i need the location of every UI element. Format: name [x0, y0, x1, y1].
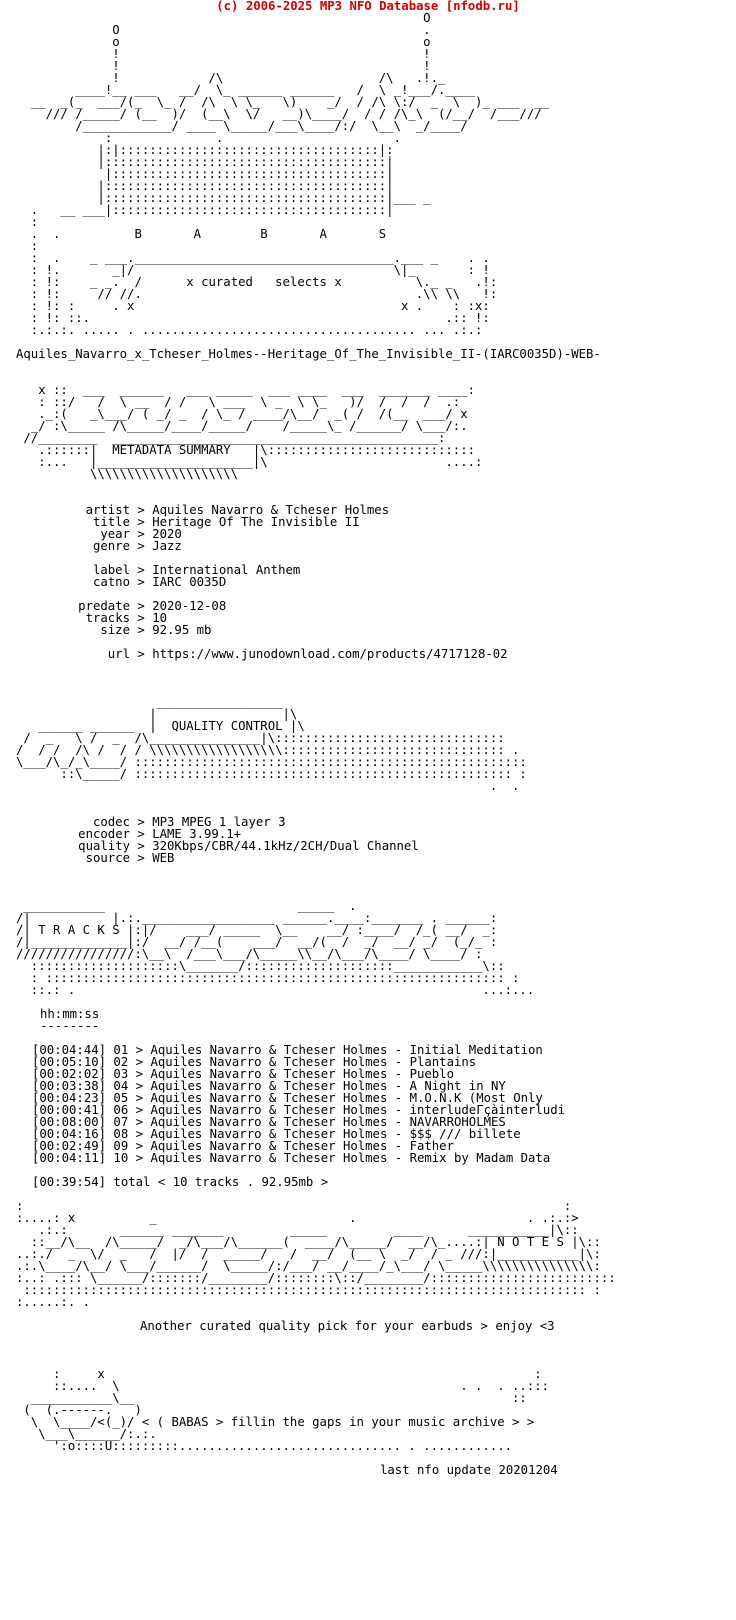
- url-list: url > https://www.junodownload.com/produ…: [0, 648, 736, 660]
- metadata-row-tracks: tracks > 10: [0, 612, 736, 624]
- tracks-ascii-art: ___________ _____ . /| |.:._____________…: [16, 900, 535, 996]
- notes-ascii-art: : : :....: x _ . . .:.:> .:.: ______ ___…: [16, 1200, 616, 1308]
- metadata-value: > 10: [130, 611, 168, 625]
- footer-ascii-art: : x : ::.... \ . . . ..::: ___________\_…: [23, 1368, 550, 1452]
- metadata-value: > LAME 3.99.1+: [130, 827, 242, 841]
- metadata-value: > Jazz: [130, 539, 182, 553]
- metadata-key: tracks: [85, 611, 130, 625]
- track-row: [00:04:44] 01 > Aquiles Navarro & Tchese…: [32, 1043, 543, 1057]
- release-name: Aquiles_Navarro_x_Tcheser_Holmes--Herita…: [16, 347, 601, 361]
- metadata-row-genre: genre > Jazz: [0, 540, 736, 552]
- tracks-rule: --------: [40, 1019, 100, 1033]
- metadata-value: > 2020: [130, 527, 182, 541]
- metadata-value: > International Anthem: [130, 563, 301, 577]
- tracks-total: [00:39:54] total < 10 tracks . 92.95mb >: [32, 1175, 329, 1189]
- notes-text: Another curated quality pick for your ea…: [140, 1319, 555, 1333]
- metadata-row-label: label > International Anthem: [0, 564, 736, 576]
- nfo-document: (c) 2006-2025 MP3 NFO Database [nfodb.ru…: [0, 0, 736, 1477]
- metadata-value: > Aquiles Navarro & Tcheser Holmes: [130, 503, 390, 517]
- metadata-key: size: [100, 623, 130, 637]
- metadata-key: title: [92, 515, 130, 529]
- metadata-list: artist > Aquiles Navarro & Tcheser Holme…: [0, 504, 736, 552]
- track-row: [00:05:10] 02 > Aquiles Navarro & Tchese…: [32, 1055, 477, 1069]
- metadata-value: > Heritage Of The Invisible II: [130, 515, 360, 529]
- metadata-row-codec: codec > MP3 MPEG 1 layer 3: [0, 816, 736, 828]
- metadata-row-artist: artist > Aquiles Navarro & Tcheser Holme…: [0, 504, 736, 516]
- metadata-row-catno: catno > IARC 0035D: [0, 576, 736, 588]
- track-row: [00:02:02] 03 > Aquiles Navarro & Tchese…: [32, 1067, 454, 1081]
- metadata-value: > IARC 0035D: [130, 575, 227, 589]
- metadata-key: catno: [92, 575, 130, 589]
- copyright-banner: (c) 2006-2025 MP3 NFO Database [nfodb.ru…: [216, 0, 520, 13]
- metadata-key: codec: [92, 815, 130, 829]
- metadata-key: genre: [92, 539, 130, 553]
- metadata-row-source: source > WEB: [0, 852, 736, 864]
- header-ascii-art: O O . o o ! ! !: [30, 12, 550, 336]
- metadata-row-title: title > Heritage Of The Invisible II: [0, 516, 736, 528]
- metadata-key: quality: [78, 839, 130, 853]
- metadata-key: label: [92, 563, 130, 577]
- metadata-value: > MP3 MPEG 1 layer 3: [130, 815, 286, 829]
- metadata-row-quality: quality > 320Kbps/CBR/44.1kHz/2CH/Dual C…: [0, 840, 736, 852]
- metadata-value: > 320Kbps/CBR/44.1kHz/2CH/Dual Channel: [130, 839, 419, 853]
- track-row: [00:04:16] 08 > Aquiles Navarro & Tchese…: [32, 1127, 521, 1141]
- metadata-row-size: size > 92.95 mb: [0, 624, 736, 636]
- metadata-value: > WEB: [130, 851, 175, 865]
- track-row: [00:04:11] 10 > Aquiles Navarro & Tchese…: [32, 1151, 551, 1165]
- quality-control-ascii-art: _________________ | |\ ______ ______ | Q…: [16, 696, 527, 792]
- metadata-key: year: [100, 527, 130, 541]
- track-list: [00:04:44] 01 > Aquiles Navarro & Tchese…: [0, 1044, 736, 1164]
- metadata-key: predate: [78, 599, 130, 613]
- metadata-row-year: year > 2020: [0, 528, 736, 540]
- track-row: [00:03:38] 04 > Aquiles Navarro & Tchese…: [32, 1079, 506, 1093]
- metadata-row-url: url > https://www.junodownload.com/produ…: [0, 648, 736, 660]
- tracks-header: hh:mm:ss: [40, 1007, 100, 1021]
- metadata-key: artist: [85, 503, 130, 517]
- last-update: last nfo update 20201204: [380, 1463, 558, 1477]
- metadata-value: > 92.95 mb: [130, 623, 212, 637]
- metadata-key: url: [107, 647, 130, 661]
- metadata-value: > 2020-12-08: [130, 599, 227, 613]
- track-row: [00:02:49] 09 > Aquiles Navarro & Tchese…: [32, 1139, 454, 1153]
- track-row: [00:04:23] 05 > Aquiles Navarro & Tchese…: [32, 1091, 543, 1105]
- metadata-summary-ascii-art: x :: ___ ______ ___ _____ ___ ____ ___ _…: [23, 384, 483, 480]
- metadata-key: encoder: [78, 827, 130, 841]
- metadata-value: > https://www.junodownload.com/products/…: [130, 647, 508, 661]
- track-row: [00:08:00] 07 > Aquiles Navarro & Tchese…: [32, 1115, 506, 1129]
- metadata-key: source: [85, 851, 130, 865]
- metadata-row-predate: predate > 2020-12-08: [0, 600, 736, 612]
- metadata-row-encoder: encoder > LAME 3.99.1+: [0, 828, 736, 840]
- track-row: [00:00:41] 06 > Aquiles Navarro & Tchese…: [32, 1103, 566, 1117]
